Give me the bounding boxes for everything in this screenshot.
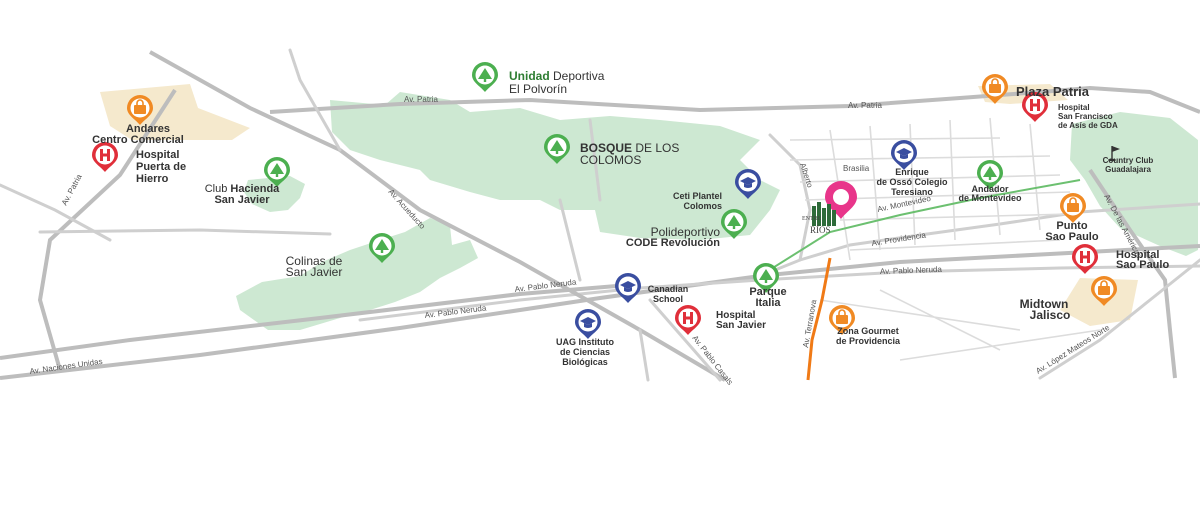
shopping-bag-icon[interactable] — [1059, 192, 1087, 224]
logo-text: ENTRE — [802, 216, 822, 222]
poi-label: Ceti Plantel — [673, 191, 722, 201]
poi-label-rest: Club — [205, 183, 231, 195]
poi-label: Hospital — [136, 149, 179, 161]
poi-label: Zona Gourmet — [837, 326, 899, 336]
poi-label: UAG Instituto — [556, 337, 614, 347]
hospital-icon[interactable] — [92, 142, 118, 172]
poi-label: Hospital — [1058, 103, 1090, 112]
poi-label: de Montevideo — [958, 193, 1022, 203]
poi-label-rest: DE LOS — [632, 141, 679, 155]
poi-label: Guadalajara — [1105, 165, 1151, 174]
entre-rios-logo: ENTRE RÍOS — [802, 202, 836, 235]
poi-label: San Javier — [716, 320, 766, 331]
graduation-cap-icon[interactable] — [891, 140, 917, 170]
colinas-san-javier-area — [236, 218, 478, 330]
road-label: Av. Naciones Unidas — [29, 357, 103, 376]
poi-label: BOSQUE DE LOS — [580, 141, 679, 155]
poi-label: de Providencia — [836, 336, 901, 346]
poi-label-rest: Deportiva — [550, 69, 605, 83]
poi-label: Colomos — [683, 201, 722, 211]
poi-label: El Polvorín — [509, 82, 567, 96]
poi-label: Sao Paulo — [1045, 231, 1098, 243]
poi-label: Italia — [755, 297, 781, 309]
poi-label: de Ciencias — [560, 347, 610, 357]
road-label: Av. Patria — [848, 101, 882, 110]
country-club-area — [1070, 112, 1198, 256]
logo-text: RÍOS — [810, 225, 831, 235]
road-label: Brasilia — [843, 164, 870, 173]
location-pin-icon[interactable] — [825, 181, 857, 219]
poi-label: Enrique — [895, 167, 929, 177]
poi-label: Club Hacienda — [205, 183, 280, 195]
poi-label: Polideportivo — [651, 225, 721, 239]
poi-label: Hospital — [716, 310, 756, 321]
poi-label-bold: Hacienda — [230, 183, 280, 195]
poi-label: School — [653, 294, 683, 304]
tree-icon[interactable] — [472, 62, 498, 92]
poi-label: Jalisco — [1030, 308, 1071, 322]
poi-label: COLOMOS — [580, 153, 641, 167]
poi-label: San Francisco — [1058, 112, 1113, 121]
golf-flag-icon — [1108, 146, 1120, 162]
midtown-zone — [1060, 278, 1138, 326]
orange-transit-line — [806, 257, 832, 381]
poi-label: San Javier — [286, 265, 343, 279]
hospital-icon[interactable] — [1072, 244, 1098, 274]
road-label: Av. Patria — [60, 172, 84, 207]
poi-label: Centro Comercial — [92, 134, 184, 146]
poi-label: Plaza Patria — [1016, 84, 1090, 99]
poi-label: Country Club — [1103, 156, 1154, 165]
poi-label: Unidad Deportiva — [509, 69, 605, 83]
road-label: Av. López Mateos Norte — [1034, 323, 1111, 376]
poi-label: Canadian — [648, 284, 689, 294]
bosque-colomos-area — [330, 92, 780, 240]
poi-label-bold: Unidad — [509, 69, 550, 83]
poi-label: Sao Paulo — [1116, 259, 1169, 271]
poi-label: Andares — [126, 123, 170, 135]
poi-label: CODE Revolución — [626, 237, 720, 249]
poi-label: Hospital — [1116, 249, 1159, 261]
poi-label: Midtown — [1020, 297, 1069, 311]
road-label: Alberto — [798, 162, 815, 189]
graduation-cap-icon[interactable] — [615, 273, 641, 303]
poi-label: Biológicas — [562, 357, 608, 367]
poi-label: de Ossó Colegio — [876, 177, 948, 187]
poi-label: Colinas de — [286, 254, 343, 268]
poi-label: Hierro — [136, 173, 169, 185]
poi-label: Puerta de — [136, 161, 186, 173]
road-label: Av. Pablo Casals — [690, 334, 734, 387]
graduation-cap-icon[interactable] — [575, 309, 601, 339]
poi-label: Andador — [972, 184, 1009, 194]
poi-label: de Asís de GDA — [1058, 121, 1118, 130]
poi-label-bold: BOSQUE — [580, 141, 632, 155]
hospital-icon[interactable] — [675, 305, 701, 335]
road-label: Av. Patria — [404, 95, 438, 104]
green-cycle-route — [759, 179, 1081, 277]
poi-label: San Javier — [214, 194, 270, 206]
road-label: Av. Pablo Neruda — [880, 265, 943, 276]
poi-label: Teresiano — [891, 187, 933, 197]
poi-label: Punto — [1056, 220, 1087, 232]
poi-label: Parque — [749, 286, 786, 298]
club-hacienda-area — [244, 176, 305, 212]
